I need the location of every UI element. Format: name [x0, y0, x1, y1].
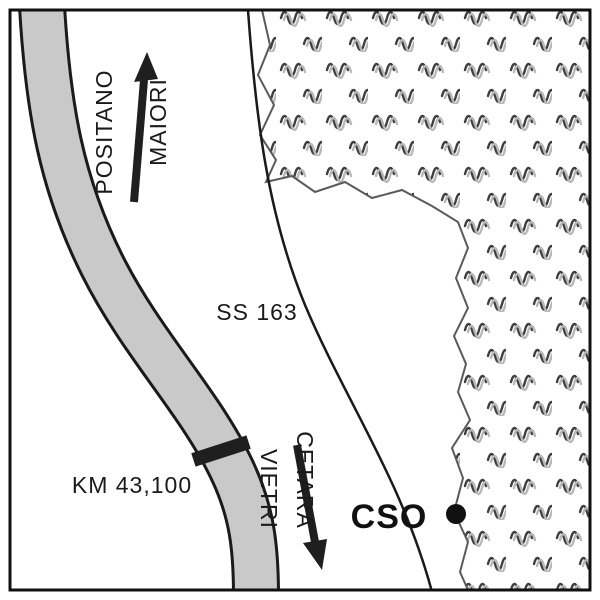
label-cso: CSO	[351, 498, 428, 536]
sea-texture-area	[258, 10, 590, 590]
up-arrow	[130, 52, 158, 203]
coastline-jagged	[256, 10, 472, 590]
station-dot	[446, 504, 466, 524]
coast-line-smooth	[246, 10, 433, 590]
km-tick-marker	[191, 435, 251, 467]
label-positano: POSITANO	[91, 69, 117, 194]
label-km-marker: KM 43,100	[72, 472, 192, 498]
map-frame	[8, 8, 592, 592]
label-maiori: MAIORI	[145, 78, 171, 166]
label-road-name: SS 163	[216, 299, 297, 325]
down-arrow	[293, 444, 327, 570]
label-vietri: VIETRI	[256, 449, 282, 529]
label-cetara: CETARA	[292, 431, 318, 529]
road-fill	[21, 10, 277, 590]
